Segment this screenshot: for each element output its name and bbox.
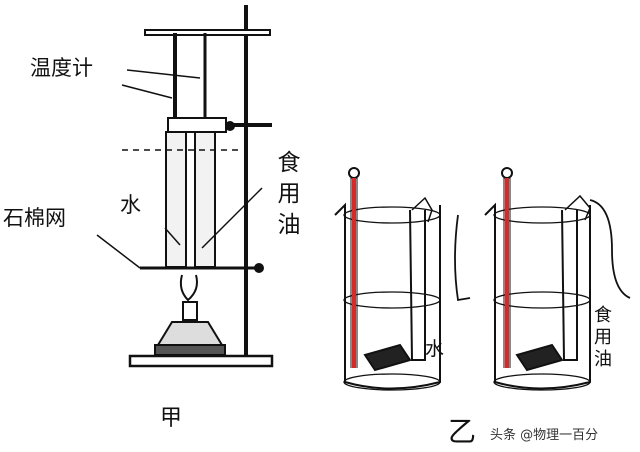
label-cooking-oil-b: 食用油 <box>591 305 612 371</box>
beaker-water <box>334 202 441 390</box>
tube-water <box>165 131 187 268</box>
label-cooking-oil: 食用油 <box>273 150 299 243</box>
label-water-b: 水 <box>425 338 445 360</box>
label-thermometer: 温度计 <box>30 56 93 80</box>
flame <box>179 274 198 302</box>
top-crossbar <box>144 29 271 36</box>
tube-clamp <box>167 117 227 133</box>
alcohol-burner <box>156 321 224 346</box>
tube-oil <box>194 131 216 268</box>
label-asbestos-gauze: 石棉网 <box>3 206 66 230</box>
label-water: 水 <box>120 193 141 217</box>
stand-base <box>128 354 274 368</box>
setup-b-apparatus <box>334 167 631 391</box>
heater-2 <box>561 209 578 361</box>
heater-1 <box>409 209 426 361</box>
watermark: 头条 @物理一百分 <box>490 428 599 443</box>
beaker-oil <box>484 202 591 390</box>
setup-a-apparatus <box>96 5 274 368</box>
label-setup-b: 乙 <box>448 415 477 448</box>
label-setup-a: 甲 <box>160 406 183 431</box>
